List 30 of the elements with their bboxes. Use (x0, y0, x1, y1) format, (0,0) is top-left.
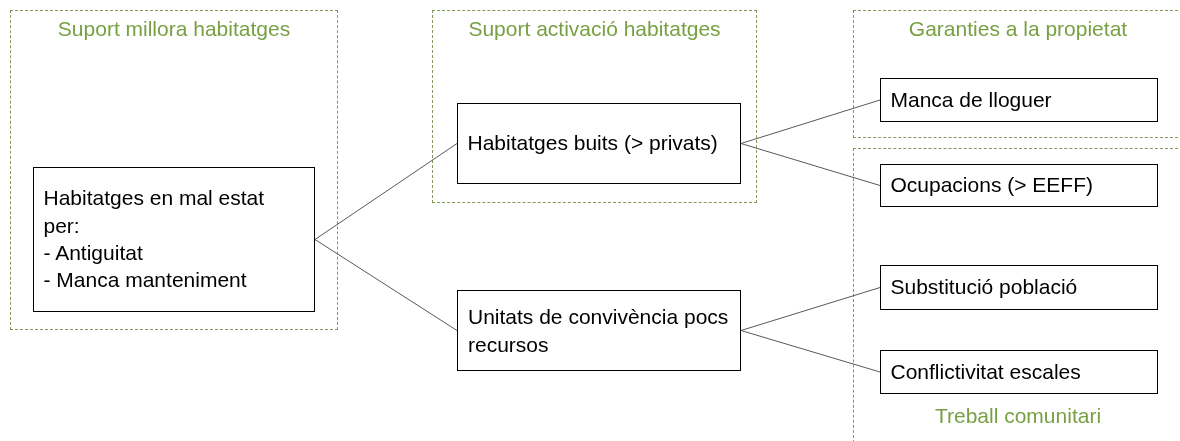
box-text: Unitats de convivència pocs recursos (468, 304, 730, 358)
box-text: Habitatges en mal estat per: (43, 185, 266, 239)
box-text: Conflictivitat escales (890, 358, 1082, 385)
connector-line (740, 99, 881, 144)
box-text: - Manca manteniment (43, 267, 248, 294)
text-box (879, 77, 1158, 122)
dashed-group-frame (432, 10, 757, 203)
connector-line (314, 143, 458, 240)
group-title: Treball comunitari (933, 404, 1103, 428)
box-text: - Antiguitat (43, 240, 144, 266)
text-box (879, 163, 1158, 207)
connector-line (740, 330, 881, 373)
text-box (879, 349, 1158, 394)
connector-line (314, 239, 458, 331)
group-title: Garanties a la propietat (907, 17, 1129, 41)
group-title: Suport activació habitatges (467, 17, 722, 41)
text-box (32, 166, 315, 312)
connector-line (740, 287, 881, 331)
connector-line (740, 143, 881, 186)
box-text: Habitatges buits (> privats) (467, 130, 719, 157)
box-text: Ocupacions (> EEFF) (890, 172, 1094, 199)
dashed-group-frame (853, 10, 1180, 138)
box-text: Substitució població (890, 274, 1079, 301)
text-box (456, 102, 741, 184)
group-title: Suport millora habitatges (56, 17, 292, 41)
box-text: Manca de lloguer (890, 86, 1053, 113)
dashed-group-frame (853, 148, 1180, 441)
text-box (457, 290, 741, 371)
text-box (879, 264, 1158, 310)
dashed-group-frame (10, 10, 338, 330)
